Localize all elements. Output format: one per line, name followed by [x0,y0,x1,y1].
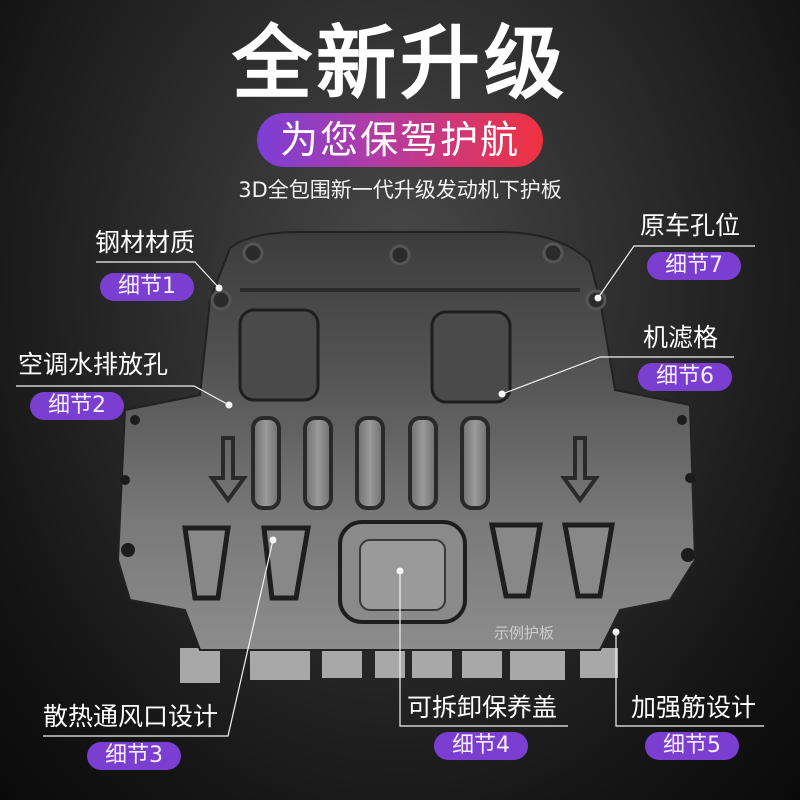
callout-4-badge: 细节4 [434,732,528,760]
callout-2-badge: 细节2 [30,392,124,420]
callout-3-badge: 细节3 [87,742,181,770]
callout-3-label: 散热通风口设计 [43,702,219,731]
bottom-tabs [180,648,618,683]
subtitle: 3D全包围新一代升级发动机下护板 [238,178,562,202]
callout-1-badge: 细节1 [100,273,194,301]
callout-6-label: 机滤格 [643,323,719,352]
callout-5-badge: 细节5 [645,732,739,760]
callout-6-badge: 细节6 [638,363,732,391]
callout-leaders [16,245,764,737]
callout-1-label: 钢材材质 [95,228,196,257]
callout-4-label: 可拆卸保养盖 [407,693,558,722]
callout-2-label: 空调水排放孔 [18,350,169,379]
callout-7-label: 原车孔位 [640,211,741,240]
slogan-badge: 为您保驾护航 [257,113,543,167]
page-title: 全新升级 [232,17,568,110]
sample-label: 示例护板 [494,624,555,642]
callout-5-label: 加强筋设计 [631,693,757,722]
callout-7-badge: 细节7 [647,252,741,280]
